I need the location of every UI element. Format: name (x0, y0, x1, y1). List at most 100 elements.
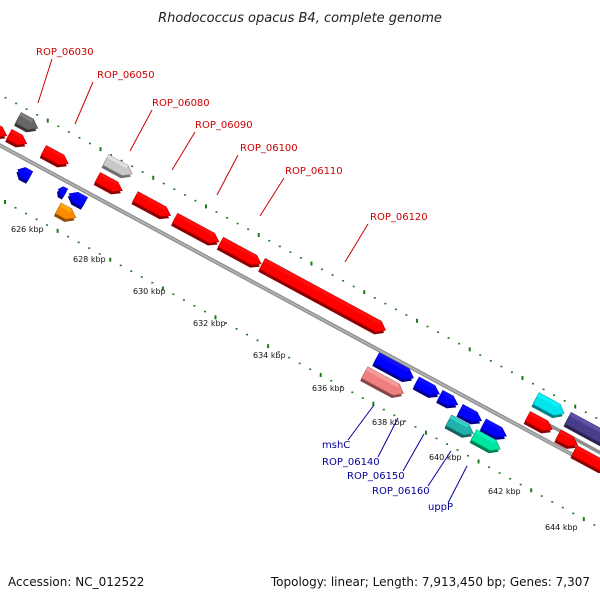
top-gene-labels: ROP_06030 ROP_06050 ROP_06080 ROP_06090 … (36, 47, 428, 223)
leader-line (402, 433, 425, 472)
gene-label-uppp[interactable]: uppP (428, 502, 453, 513)
gene-label-rop-06160[interactable]: ROP_06160 (372, 486, 430, 497)
backbone-line-second (539, 418, 600, 455)
gene-arrow-red-r3[interactable] (570, 445, 600, 477)
gene-arrow-body (58, 186, 69, 198)
gene-label-rop-06080[interactable]: ROP_06080 (152, 98, 210, 109)
gene-arrow-body (564, 411, 600, 445)
gene-arrow-highlight (484, 418, 503, 431)
gene-arrow-highlight (575, 445, 600, 464)
gene-arrow-highlight (537, 392, 561, 408)
gene-arrow-highlight (263, 258, 382, 325)
gene-arrow-highlight (62, 186, 68, 192)
accession-text: Accession: NC_012522 (8, 575, 145, 589)
gene-arrow-body (40, 145, 69, 165)
gene-arrow-rop-06150[interactable] (436, 390, 460, 412)
gene-arrow-body (217, 236, 262, 266)
gene-label-rop-06110[interactable]: ROP_06110 (285, 166, 343, 177)
gene-arrow-highlight (106, 154, 129, 169)
gene-arrow-body (361, 366, 404, 396)
leader-line (129, 109, 153, 152)
gene-arrow-rop-06160[interactable] (456, 404, 484, 428)
gene-arrow-rop-06080[interactable] (101, 154, 136, 182)
gene-arrow-body (457, 404, 483, 423)
tick-label-642: 642 kbp (488, 487, 521, 496)
gene-arrow-left-edge[interactable] (0, 121, 9, 143)
gene-arrow-body (524, 411, 553, 431)
leader-line (347, 404, 375, 441)
gene-label-rop-06150[interactable]: ROP_06150 (347, 471, 405, 482)
dotted-scale-tracks (4, 96, 598, 526)
gene-arrow-mshc[interactable] (360, 366, 406, 402)
gene-arrow-rop-06090[interactable] (93, 172, 125, 199)
gene-arrow-highlight (449, 415, 470, 428)
tick-label-636: 636 kbp (312, 384, 345, 393)
label-leader-lines (37, 58, 468, 504)
gene-arrow-uppp[interactable] (469, 429, 504, 457)
gene-arrow-highlight (417, 376, 436, 389)
gene-arrow-rop-06110-b[interactable] (216, 236, 264, 271)
leader-line (259, 177, 285, 217)
tick-label-640: 640 kbp (429, 453, 462, 462)
gene-arrow-highlight (98, 172, 118, 185)
gene-label-rop-06140[interactable]: ROP_06140 (322, 457, 380, 468)
gene-arrow-darkblue[interactable] (563, 411, 600, 450)
leader-line (447, 465, 468, 504)
gene-arrow-red-r2[interactable] (554, 429, 580, 453)
gene-arrow-rop-06120[interactable] (258, 258, 388, 338)
kbp-tick-labels: 626 kbp 628 kbp 630 kbp 632 kbp 634 kbp … (11, 225, 578, 532)
gene-arrow-highlight (528, 411, 548, 424)
gene-label-rop-06090[interactable]: ROP_06090 (195, 120, 253, 131)
gene-arrow-body (132, 191, 172, 217)
gene-arrow-body (571, 445, 600, 471)
gene-arrow-body (373, 352, 414, 380)
gene-arrow-body (171, 212, 220, 244)
gene-arrow-blue-2[interactable] (55, 185, 69, 200)
gene-arrow-a[interactable] (5, 129, 29, 151)
gene-arrow-rop-06030[interactable] (14, 112, 40, 136)
gene-arrow-body (437, 390, 459, 407)
gene-arrow-body (6, 129, 28, 146)
gene-arrow-body (413, 376, 440, 396)
gene-arrow-highlight (569, 412, 600, 436)
gene-arrow-cyan-2[interactable] (531, 392, 567, 422)
tick-label-634: 634 kbp (253, 351, 286, 360)
gene-arrow-highlight (377, 352, 410, 373)
gene-label-rop-06120[interactable]: ROP_06120 (370, 212, 428, 223)
gene-arrow-cyan-1[interactable] (444, 414, 476, 442)
gene-arrow-rop-06100[interactable] (131, 191, 173, 223)
gene-arrow-body (445, 414, 474, 436)
gene-arrow-rop-06140[interactable] (412, 376, 443, 402)
gene-label-mshc[interactable]: mshC (322, 440, 350, 451)
tick-label-632: 632 kbp (193, 319, 226, 328)
gene-arrow-highlight (176, 213, 215, 237)
tick-label-630: 630 kbp (133, 287, 166, 296)
map-title: Rhodococcus opacus B4, complete genome (158, 11, 442, 26)
gene-arrow-body (532, 392, 565, 416)
gene-arrow-orange[interactable] (53, 202, 79, 226)
genome-summary-text: Topology: linear; Length: 7,913,450 bp; … (270, 575, 590, 589)
gene-arrow-highlight (10, 129, 23, 139)
gene-label-rop-06030[interactable]: ROP_06030 (36, 47, 94, 58)
gene-arrow-body (15, 112, 39, 131)
leader-line (37, 58, 53, 104)
gene-arrow-rop-06050[interactable] (39, 145, 71, 172)
gene-arrow-rop-06110[interactable] (170, 212, 222, 249)
leader-line (344, 223, 369, 263)
tick-label-626: 626 kbp (11, 225, 44, 234)
gene-arrow-blue-1[interactable] (14, 165, 34, 184)
gene-arrow-body (480, 418, 507, 438)
gene-arrow-highlight (441, 390, 454, 400)
gene-arrow-body (17, 167, 34, 182)
backbone-line-highlight (0, 144, 600, 471)
gene-label-rop-06100[interactable]: ROP_06100 (240, 143, 298, 154)
gene-arrow-rop-06170[interactable] (479, 418, 510, 444)
gene-label-rop-06050[interactable]: ROP_06050 (97, 70, 155, 81)
gene-arrow-body (259, 258, 387, 333)
gene-arrow-red-r1[interactable] (523, 411, 555, 438)
gene-arrow-blue-3[interactable] (65, 189, 88, 210)
genome-backbone (0, 143, 600, 472)
gene-arrow-rop-06130[interactable] (372, 352, 416, 386)
